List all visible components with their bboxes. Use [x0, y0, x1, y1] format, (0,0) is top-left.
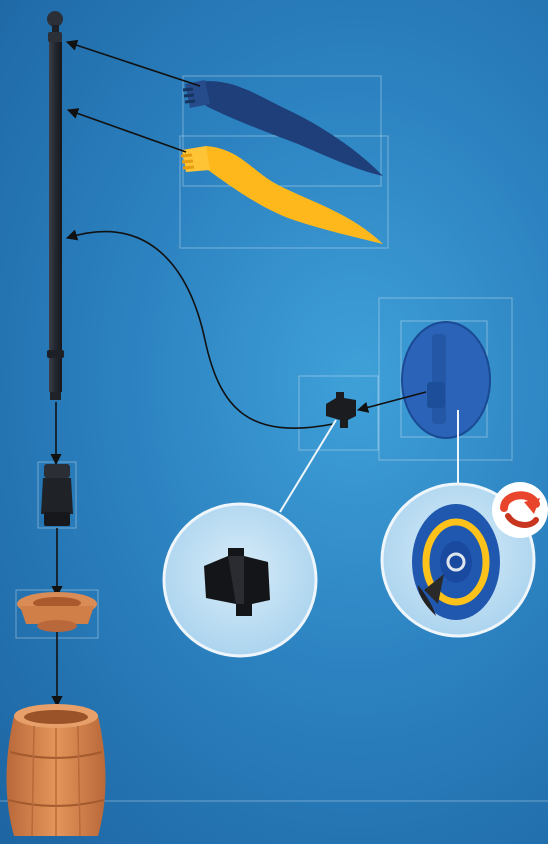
barrel — [7, 704, 106, 836]
clip-detail-callout — [164, 504, 316, 656]
barrel-lid — [17, 592, 97, 632]
flag-pole — [47, 11, 64, 400]
flag-to-pole-arrow-middle — [68, 110, 186, 152]
clip-to-pole-curved-arrow — [67, 232, 333, 429]
black-clip-connector — [326, 392, 356, 428]
flag-to-pole-arrow-top — [67, 42, 200, 86]
clip-callout-leader — [280, 420, 336, 512]
blue-shield — [402, 322, 490, 438]
pole-socket — [41, 464, 73, 526]
rotate-icon — [492, 482, 548, 538]
